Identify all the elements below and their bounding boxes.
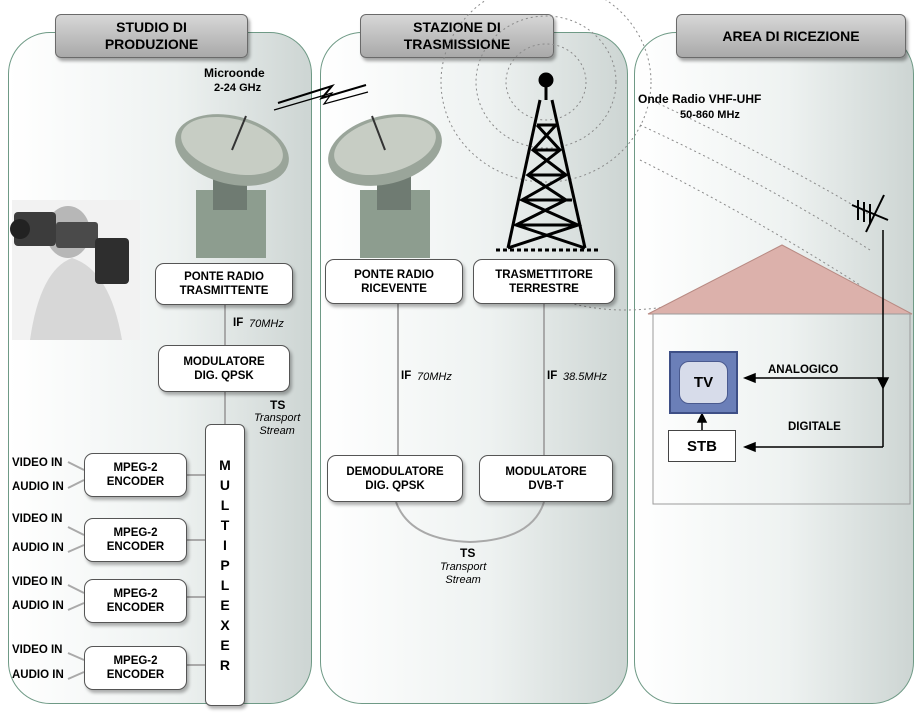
station-if-left-value: 70MHz [417,371,452,383]
station-if-right-label: IF [547,370,558,382]
encoder-4-video-in: VIDEO IN [12,644,63,656]
encoder-2-audio-in: AUDIO IN [12,542,64,554]
digital-label: DIGITALE [788,421,841,433]
panel-station [320,32,628,704]
encoder-3-box: MPEG-2 ENCODER [84,579,187,623]
ponte-radio-trasmittente-box: PONTE RADIO TRASMITTENTE [155,263,293,305]
microwave-label: Microonde [204,66,265,80]
panel-station-header: STAZIONE DI TRASMISSIONE [360,14,554,58]
modulatore-qpsk-box: MODULATORE DIG. QPSK [158,345,290,392]
encoder-1-box: MPEG-2 ENCODER [84,453,187,497]
waves-label: Onde Radio VHF-UHF [638,92,762,106]
encoder-1-audio-in: AUDIO IN [12,481,64,493]
modulatore-dvbt-box: MODULATORE DVB-T [479,455,613,502]
waves-range: 50-860 MHz [680,109,740,121]
encoder-3-audio-in: AUDIO IN [12,600,64,612]
studio-ts-label: TS [270,398,286,412]
stb-box: STB [668,430,736,462]
panel-studio-header: STUDIO DI PRODUZIONE [55,14,248,58]
station-if-right-value: 38.5MHz [563,371,608,383]
station-ts-label: TS [460,546,476,560]
trasmettitore-terrestre-box: TRASMETTITORE TERRESTRE [473,259,615,304]
encoder-2-video-in: VIDEO IN [12,513,63,525]
studio-if-value: 70MHz [249,318,284,330]
station-if-left-label: IF [401,370,412,382]
encoder-1-video-in: VIDEO IN [12,457,63,469]
encoder-4-box: MPEG-2 ENCODER [84,646,187,690]
ponte-radio-ricevente-box: PONTE RADIO RICEVENTE [325,259,463,304]
encoder-4-audio-in: AUDIO IN [12,669,64,681]
studio-ts-desc: Transport Stream [254,412,301,437]
demodulatore-qpsk-box: DEMODULATORE DIG. QPSK [327,455,463,502]
microwave-range: 2-24 GHz [214,82,262,94]
tv-screen: TV [679,361,728,404]
encoder-2-box: MPEG-2 ENCODER [84,518,187,562]
analog-label: ANALOGICO [768,364,839,376]
tv-set: TV [669,351,738,414]
station-ts-desc: Transport Stream [440,561,487,586]
panel-reception-header: AREA DI RICEZIONE [676,14,906,58]
multiplexer-box: M U L T I P L E X E R [205,424,245,706]
studio-if-label: IF [233,317,244,329]
encoder-3-video-in: VIDEO IN [12,576,63,588]
